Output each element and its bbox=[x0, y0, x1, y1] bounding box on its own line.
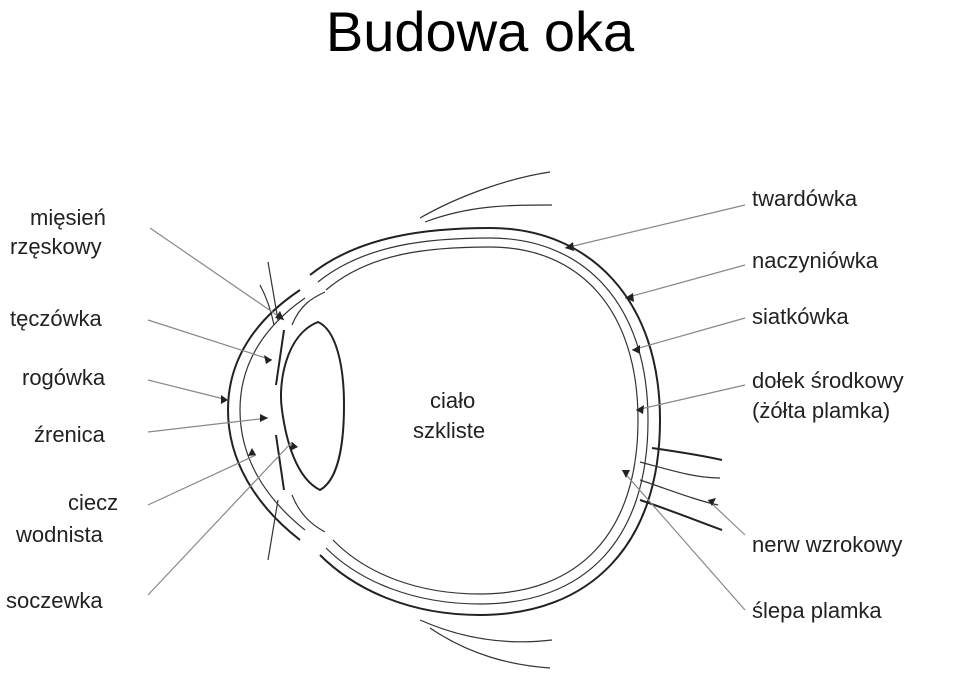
label-rogowka: rogówka bbox=[22, 365, 106, 390]
choroid-outline bbox=[317, 237, 649, 605]
label-siatkowka: siatkówka bbox=[752, 304, 849, 329]
label-cialo-1: ciało bbox=[430, 388, 475, 413]
label-nerw: nerw wzrokowy bbox=[752, 532, 902, 557]
label-twardowka: twardówka bbox=[752, 186, 858, 211]
front-lines-top bbox=[259, 261, 279, 326]
label-dolek-1: dołek środkowy bbox=[752, 368, 904, 393]
front-lines-bottom bbox=[267, 499, 279, 561]
leader-lines bbox=[147, 204, 746, 611]
label-teczowka: tęczówka bbox=[10, 306, 102, 331]
iris-upper bbox=[275, 329, 285, 386]
sclera-outline bbox=[309, 226, 662, 617]
upper-eyelid bbox=[419, 171, 553, 223]
label-soczewka: soczewka bbox=[6, 588, 103, 613]
optic-nerve-top bbox=[651, 447, 723, 461]
arrowheads bbox=[221, 242, 716, 506]
lens-outline bbox=[279, 320, 346, 492]
optic-nerve-bottom bbox=[639, 499, 723, 531]
ciliary-lower bbox=[291, 494, 326, 533]
cornea-outline bbox=[226, 289, 301, 541]
label-ciecz-2: wodnista bbox=[15, 522, 104, 547]
cornea-inner bbox=[239, 297, 306, 531]
label-naczyniowka: naczyniówka bbox=[752, 248, 879, 273]
label-zrenica: źrenica bbox=[34, 422, 106, 447]
label-dolek-2: (żółta plamka) bbox=[752, 398, 890, 423]
eye-structure bbox=[226, 171, 723, 669]
label-slepa: ślepa plamka bbox=[752, 598, 882, 623]
lower-eyelid bbox=[419, 619, 553, 669]
labels: mięsień rzęskowy tęczówka rogówka źrenic… bbox=[6, 186, 904, 623]
label-miesien-2: rzęskowy bbox=[10, 234, 102, 259]
optic-nerve-fibers bbox=[639, 461, 721, 506]
ciliary-upper bbox=[291, 291, 326, 326]
retina-outline bbox=[325, 246, 639, 595]
iris-lower bbox=[275, 434, 285, 491]
label-miesien-1: mięsień bbox=[30, 205, 106, 230]
label-ciecz-1: ciecz bbox=[68, 490, 118, 515]
label-cialo-2: szkliste bbox=[413, 418, 485, 443]
page-title: Budowa oka bbox=[325, 0, 635, 63]
